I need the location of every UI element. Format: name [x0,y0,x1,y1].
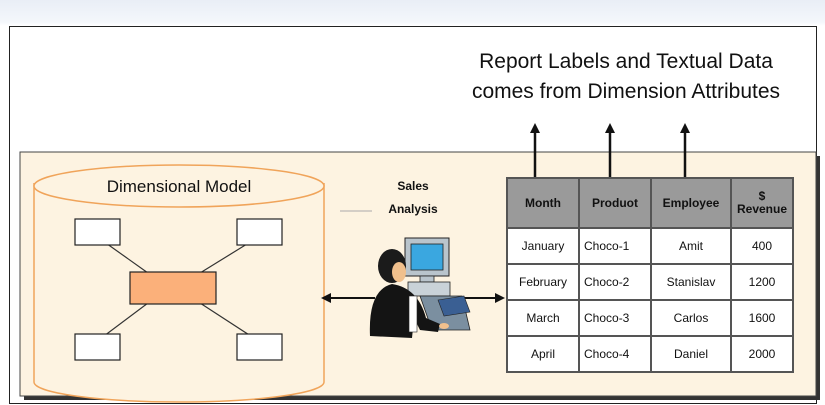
cell-product: Choco-3 [578,299,652,337]
cell-revenue: 2000 [730,335,794,373]
cell-month: February [506,263,580,301]
header-revenue: $Revenue [730,177,794,229]
cell-employee: Carlos [650,299,732,337]
table-header-row: Month Produot Employee $Revenue [506,177,794,229]
header-revenue-label: Revenue [736,202,788,216]
cell-revenue: 1600 [730,299,794,337]
dimension-box-top-left [74,218,121,246]
dollar-symbol: $ [758,189,766,203]
cell-month: March [506,299,580,337]
header-product: Produot [578,177,652,229]
header-employee: Employee [650,177,732,229]
cell-product: Choco-2 [578,263,652,301]
table-row: March Choco-3 Carlos 1600 [506,299,794,337]
caption-line-2: comes from Dimension Attributes [472,80,780,103]
dimension-box-bottom-left [74,333,121,361]
cell-product: Choco-1 [578,227,652,265]
table-row: January Choco-1 Amit 400 [506,227,794,265]
cell-product: Choco-4 [578,335,652,373]
table-row: April Choco-4 Daniel 2000 [506,335,794,373]
dimension-box-top-right [236,218,283,246]
cell-employee: Stanislav [650,263,732,301]
cell-employee: Daniel [650,335,732,373]
user-at-computer-icon [369,237,471,338]
table-row: February Choco-2 Stanislav 1200 [506,263,794,301]
caption-line-1: Report Labels and Textual Data [479,50,773,73]
cell-revenue: 400 [730,227,794,265]
cell-month: April [506,335,580,373]
dimensional-model-title: Dimensional Model [107,177,252,196]
fact-box [129,271,217,305]
cell-month: January [506,227,580,265]
dimension-box-bottom-right [236,333,283,361]
report-table: Month Produot Employee $Revenue January … [506,177,794,373]
cell-employee: Amit [650,227,732,265]
sales-analysis-label-line-2: Analysis [388,202,438,216]
cell-revenue: 1200 [730,263,794,301]
header-month: Month [506,177,580,229]
sales-analysis-label-line-1: Sales [397,179,429,193]
